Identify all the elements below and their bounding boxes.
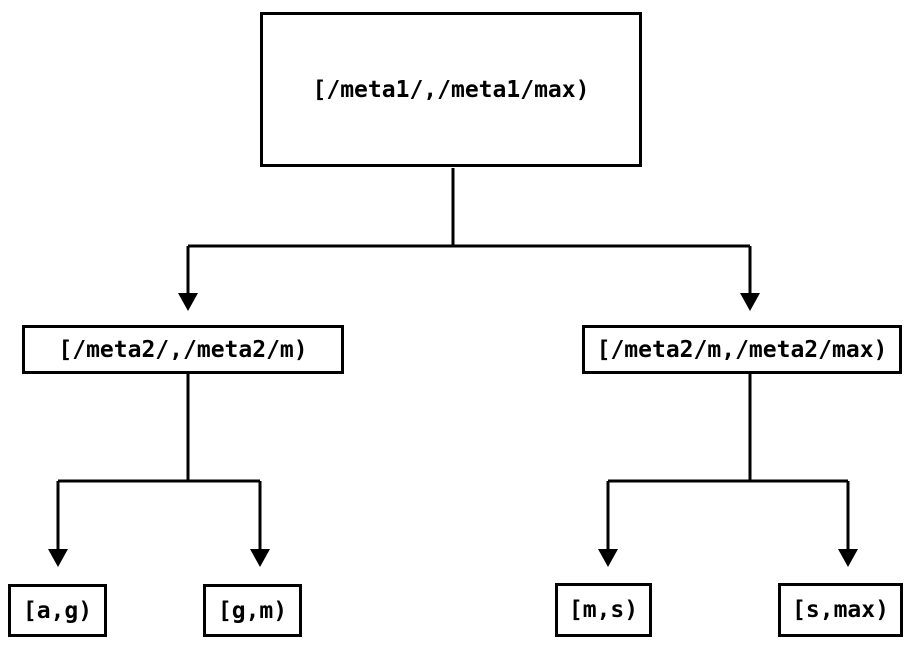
node-mid-right-label: [/meta2/m,/meta2/max) <box>596 336 888 363</box>
arrowhead-leaf-2-icon <box>250 549 270 567</box>
arrowhead-mid-left-icon <box>178 293 198 311</box>
node-mid-left-range: [/meta2/,/meta2/m) <box>22 325 344 374</box>
node-leaf-1-label: [a,g) <box>22 597 93 624</box>
node-mid-left-label: [/meta2/,/meta2/m) <box>58 336 308 363</box>
node-leaf-range-1: [a,g) <box>8 584 107 637</box>
edge-mid-right-to-leaves <box>598 374 858 567</box>
node-leaf-3-label: [m,s) <box>568 597 639 623</box>
arrowhead-mid-right-icon <box>740 293 760 311</box>
edge-mid-left-to-leaves <box>48 374 270 567</box>
node-leaf-2-label: [g,m) <box>217 597 288 624</box>
node-leaf-range-4: [s,max) <box>778 583 903 637</box>
node-leaf-range-3: [m,s) <box>555 583 652 637</box>
node-leaf-4-label: [s,max) <box>792 597 889 623</box>
arrowhead-leaf-3-icon <box>598 549 618 567</box>
node-leaf-range-2: [g,m) <box>203 584 302 637</box>
arrowhead-leaf-4-icon <box>838 549 858 567</box>
node-root-range: [/meta1/,/meta1/max) <box>260 12 642 167</box>
edge-root-to-mid-nodes <box>178 168 760 311</box>
node-root-label: [/meta1/,/meta1/max) <box>312 76 590 103</box>
arrowhead-leaf-1-icon <box>48 549 68 567</box>
node-mid-right-range: [/meta2/m,/meta2/max) <box>582 325 902 374</box>
